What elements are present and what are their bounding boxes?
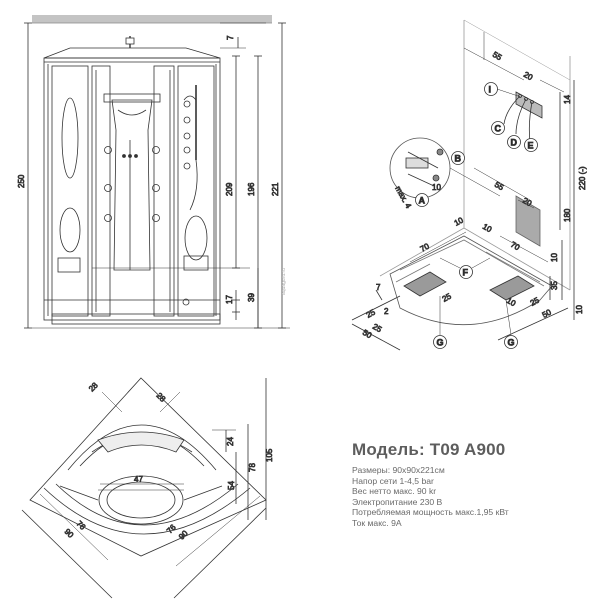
dim-209: 209: [225, 182, 234, 196]
svg-text:70: 70: [419, 241, 432, 253]
svg-text:D: D: [511, 138, 518, 148]
cabin-roof: [43, 47, 221, 59]
svg-text:G: G: [437, 338, 444, 348]
svg-text:F: F: [463, 268, 469, 278]
svg-text:B: B: [455, 154, 462, 164]
spec-pressure: Напор сети 1-4,5 bar: [352, 475, 434, 486]
svg-text:54: 54: [227, 481, 236, 490]
watermark-text: aquaguru.ru: [281, 268, 287, 295]
svg-text:20: 20: [522, 70, 535, 83]
spec-dimensions: Размеры: 90х90х221см: [352, 465, 445, 475]
spec-weight: Вес нетто макс. 90 kr: [352, 486, 437, 497]
svg-text:105: 105: [265, 448, 274, 462]
callout-C: C: [491, 121, 505, 135]
ceiling-bar: [32, 15, 272, 23]
spec-power-supply: Электропитание 230 В: [352, 496, 443, 507]
dim-250: 250: [17, 174, 26, 188]
dim-221: 221: [271, 182, 280, 196]
valve-inset: B A: [389, 137, 501, 207]
svg-text:76: 76: [165, 522, 178, 535]
spec-power-consumption: Потребляемая мощность макс.1,95 кВт: [352, 507, 509, 518]
svg-text:14: 14: [563, 95, 572, 104]
svg-text:55: 55: [491, 50, 504, 63]
callout-F: F: [439, 257, 491, 279]
svg-text:76: 76: [75, 519, 88, 532]
svg-text:10: 10: [481, 222, 494, 235]
svg-text:55: 55: [493, 180, 506, 193]
svg-text:10: 10: [550, 253, 559, 262]
dim-39: 39: [247, 293, 256, 302]
svg-text:10: 10: [453, 215, 466, 227]
spec-current: Ток макс. 9А: [352, 517, 402, 528]
specifications-block: Модель: T09 A900 Размеры: 90х90х221см На…: [352, 440, 602, 529]
svg-text:47: 47: [134, 475, 143, 484]
dim-17: 17: [225, 295, 234, 304]
svg-text:25: 25: [365, 307, 378, 319]
svg-text:220 (-): 220 (-): [578, 166, 587, 190]
svg-text:25: 25: [441, 291, 454, 303]
callout-I: I: [484, 82, 519, 97]
svg-text:7: 7: [376, 283, 381, 292]
svg-text:G: G: [508, 338, 515, 348]
svg-text:10: 10: [575, 305, 584, 314]
svg-text:I: I: [489, 85, 492, 95]
svg-text:180: 180: [563, 208, 572, 222]
svg-text:90: 90: [63, 527, 76, 540]
front-view: 250 7 209 196 221 39 17: [17, 15, 290, 329]
dim-196: 196: [247, 182, 256, 196]
svg-text:50: 50: [541, 307, 554, 319]
cabin-frame: [43, 57, 221, 321]
callout-E: E: [524, 138, 538, 152]
svg-text:90: 90: [177, 528, 190, 541]
isometric-corner-view: I C D E F G G: [351, 19, 587, 351]
svg-text:28: 28: [87, 380, 100, 393]
model-title: Модель: T09 A900: [352, 440, 506, 459]
back-panel: [111, 99, 153, 271]
dim-7: 7: [226, 35, 235, 40]
svg-text:35: 35: [550, 281, 559, 290]
svg-text:10: 10: [432, 183, 441, 192]
svg-text:A: A: [419, 196, 426, 206]
callout-G-left: G: [433, 296, 447, 349]
svg-text:C: C: [495, 124, 502, 134]
svg-text:24: 24: [226, 437, 235, 446]
svg-text:2: 2: [384, 307, 389, 316]
svg-text:E: E: [528, 141, 534, 151]
plan-view: 28 28 24 78 105 47 54 76 76 90 90: [21, 377, 274, 599]
svg-text:78: 78: [248, 463, 257, 472]
callout-G-right: G: [504, 299, 518, 349]
callout-D: D: [507, 135, 521, 149]
